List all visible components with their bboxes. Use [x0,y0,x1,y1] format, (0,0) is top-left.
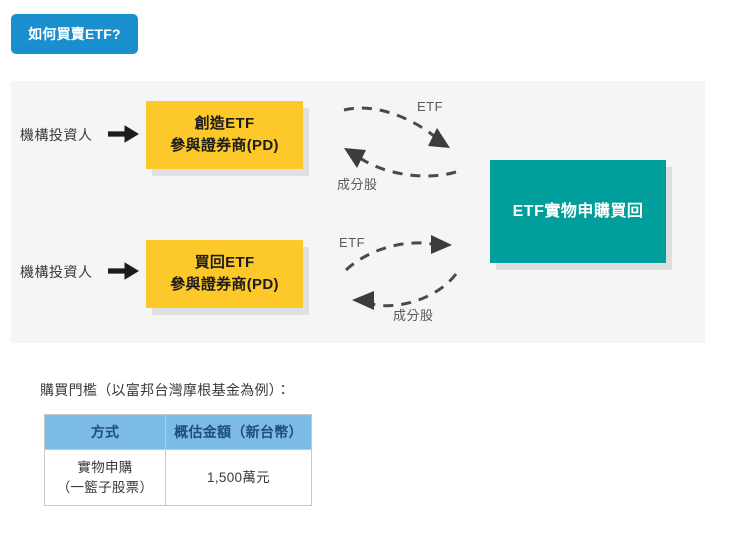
arrow-right-icon [108,259,140,283]
table-cell-amount: 1,500萬元 [165,449,312,506]
table-header-amount: 概估金額（新台幣） [165,414,312,450]
actor-label-row2: 機構投資人 [20,264,93,280]
table-header-row: 方式 概估金額（新台幣） [44,414,312,450]
header-badge[interactable]: 如何買賣ETF? [11,14,138,54]
pd-box-redeem-line2: 參與證券商(PD) [170,276,279,293]
table-cell-method-line1: 實物申購 [77,459,133,475]
flow-arrow-etf-forward [344,235,452,272]
table-row: 實物申購 （一籃子股票） 1,500萬元 [44,449,312,506]
pd-box-create-line1: 創造ETF [194,114,255,132]
pd-box-create-line2: 參與證券商(PD) [170,137,279,154]
flow-label-etf-redeem: ETF [339,235,366,250]
threshold-table: 方式 概估金額（新台幣） 實物申購 （一籃子股票） 1,500萬元 [44,414,312,506]
table-cell-method: 實物申購 （一籃子股票） [44,449,166,506]
table-cell-method-line2: （一籃子股票） [56,479,154,495]
header-badge-label: 如何買賣ETF? [28,26,121,42]
etf-creation-redemption-label: ETF實物申購買回 [512,202,644,220]
pd-box-create[interactable]: 創造ETF 參與證券商(PD) [146,101,303,169]
flow-arrow-parts-return [344,148,457,178]
flow-arrow-parts-return [352,273,458,310]
pd-box-redeem[interactable]: 買回ETF 參與證券商(PD) [146,240,303,308]
pd-box-redeem-line1: 買回ETF [194,253,255,271]
actor-label-row1: 機構投資人 [20,127,93,143]
flow-label-parts-create: 成分股 [337,177,378,192]
flow-label-parts-redeem: 成分股 [393,308,434,323]
flow-arrows-redeem [332,228,472,322]
table-header-method: 方式 [44,414,166,450]
etf-creation-redemption-box[interactable]: ETF實物申購買回 [490,160,666,263]
flow-arrows-create [332,92,472,192]
flow-arrow-etf-forward [343,106,450,148]
arrow-right-icon [108,122,140,146]
threshold-table-caption: 購買門檻（以富邦台灣摩根基金為例）： [40,382,291,398]
flow-label-etf-create: ETF [417,99,444,114]
